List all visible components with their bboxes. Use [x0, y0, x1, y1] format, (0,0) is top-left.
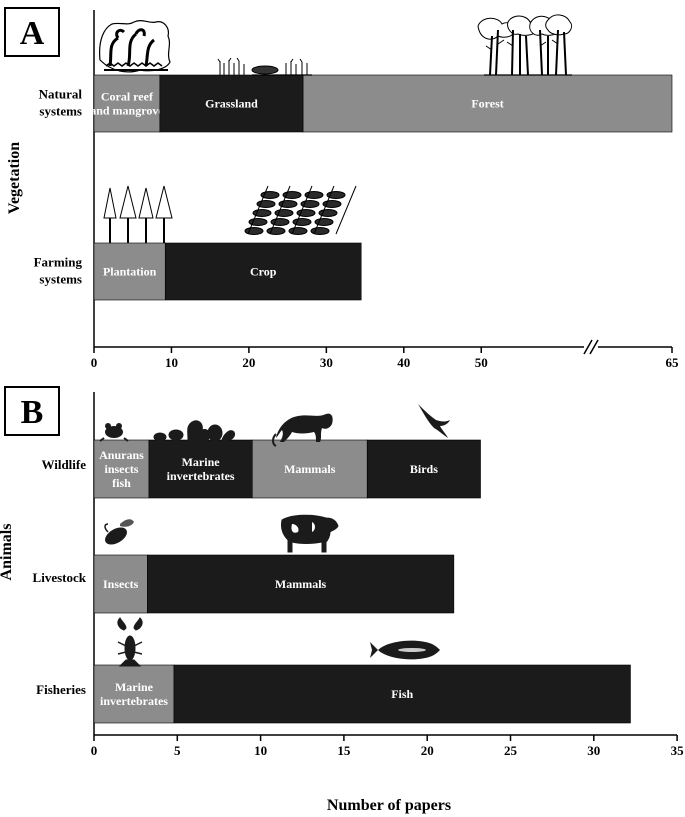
panel-a-y-title: Vegetation [6, 142, 23, 214]
x-tick-label: 20 [242, 355, 255, 370]
panel-a-letter: A [20, 15, 45, 52]
x-axis-title: Number of papers [327, 797, 451, 814]
bar-segment [159, 74, 304, 133]
panel-a-badge [4, 7, 60, 57]
lobster-icon [117, 617, 143, 667]
category-label: Wildlife [41, 457, 86, 472]
marine-invertebrates-icon [153, 420, 235, 442]
coral-icon [99, 19, 171, 73]
cow-icon [281, 514, 339, 553]
bar-segment [93, 74, 161, 133]
category-label: Livestock [33, 570, 87, 585]
segment-label: Crop [250, 265, 277, 279]
x-tick-label: 5 [174, 743, 181, 758]
bar-segment [173, 664, 631, 724]
x-tick-label: 10 [254, 743, 267, 758]
plantation-icon [103, 185, 173, 243]
bar-segment [93, 242, 166, 301]
segment-label: Fish [391, 687, 413, 701]
panel-b: B Animals 0 5 10 15 20 25 30 35 Wildlife Anurans… [0, 386, 684, 758]
panel-b-letter: B [21, 394, 44, 431]
bee-icon [104, 519, 134, 545]
bar-segment [302, 74, 673, 133]
cougar-icon [272, 413, 333, 447]
x-tick-label: 10 [165, 355, 178, 370]
segment-label: Mammals [275, 577, 327, 591]
crop-icon [244, 185, 357, 235]
segment-label: Mammals [284, 462, 336, 476]
x-tick-label: 30 [587, 743, 600, 758]
x-tick-label: 35 [671, 743, 685, 758]
panel-b-y-title: Animals [0, 524, 15, 581]
panel-a-ticks: 0 10 20 30 40 50 65 [91, 347, 679, 370]
bar-segment [93, 554, 148, 614]
frog-icon [99, 423, 129, 442]
category-label: Fisheries [36, 682, 86, 697]
grass-icon [217, 57, 312, 76]
x-tick-label: 50 [475, 355, 488, 370]
fish-icon [370, 640, 440, 660]
bar-segment [251, 439, 368, 499]
x-tick-label: 0 [91, 355, 98, 370]
x-tick-label: 25 [504, 743, 518, 758]
x-tick-label: 20 [421, 743, 434, 758]
x-tick-label: 65 [666, 355, 680, 370]
x-tick-label: 30 [320, 355, 333, 370]
bar-segment [147, 554, 455, 614]
bird-icon [418, 404, 450, 438]
forest-icon [477, 14, 573, 76]
panel-b-ticks: 0 5 10 15 20 25 30 35 [91, 735, 684, 758]
segment-label: Forest [471, 97, 503, 111]
x-tick-label: 40 [397, 355, 410, 370]
panel-b-badge [4, 386, 60, 436]
segment-label: Insects [103, 577, 139, 591]
x-tick-label: 0 [91, 743, 98, 758]
segment-label: Plantation [103, 265, 157, 279]
x-tick-label: 15 [337, 743, 351, 758]
bar-segment [366, 439, 481, 499]
bar-segment [148, 439, 253, 499]
segment-label: Grassland [205, 97, 258, 111]
bar-segment [93, 664, 175, 724]
bar-segment [164, 242, 362, 301]
segment-label: Birds [410, 462, 438, 476]
axis-break-marks [583, 339, 599, 355]
